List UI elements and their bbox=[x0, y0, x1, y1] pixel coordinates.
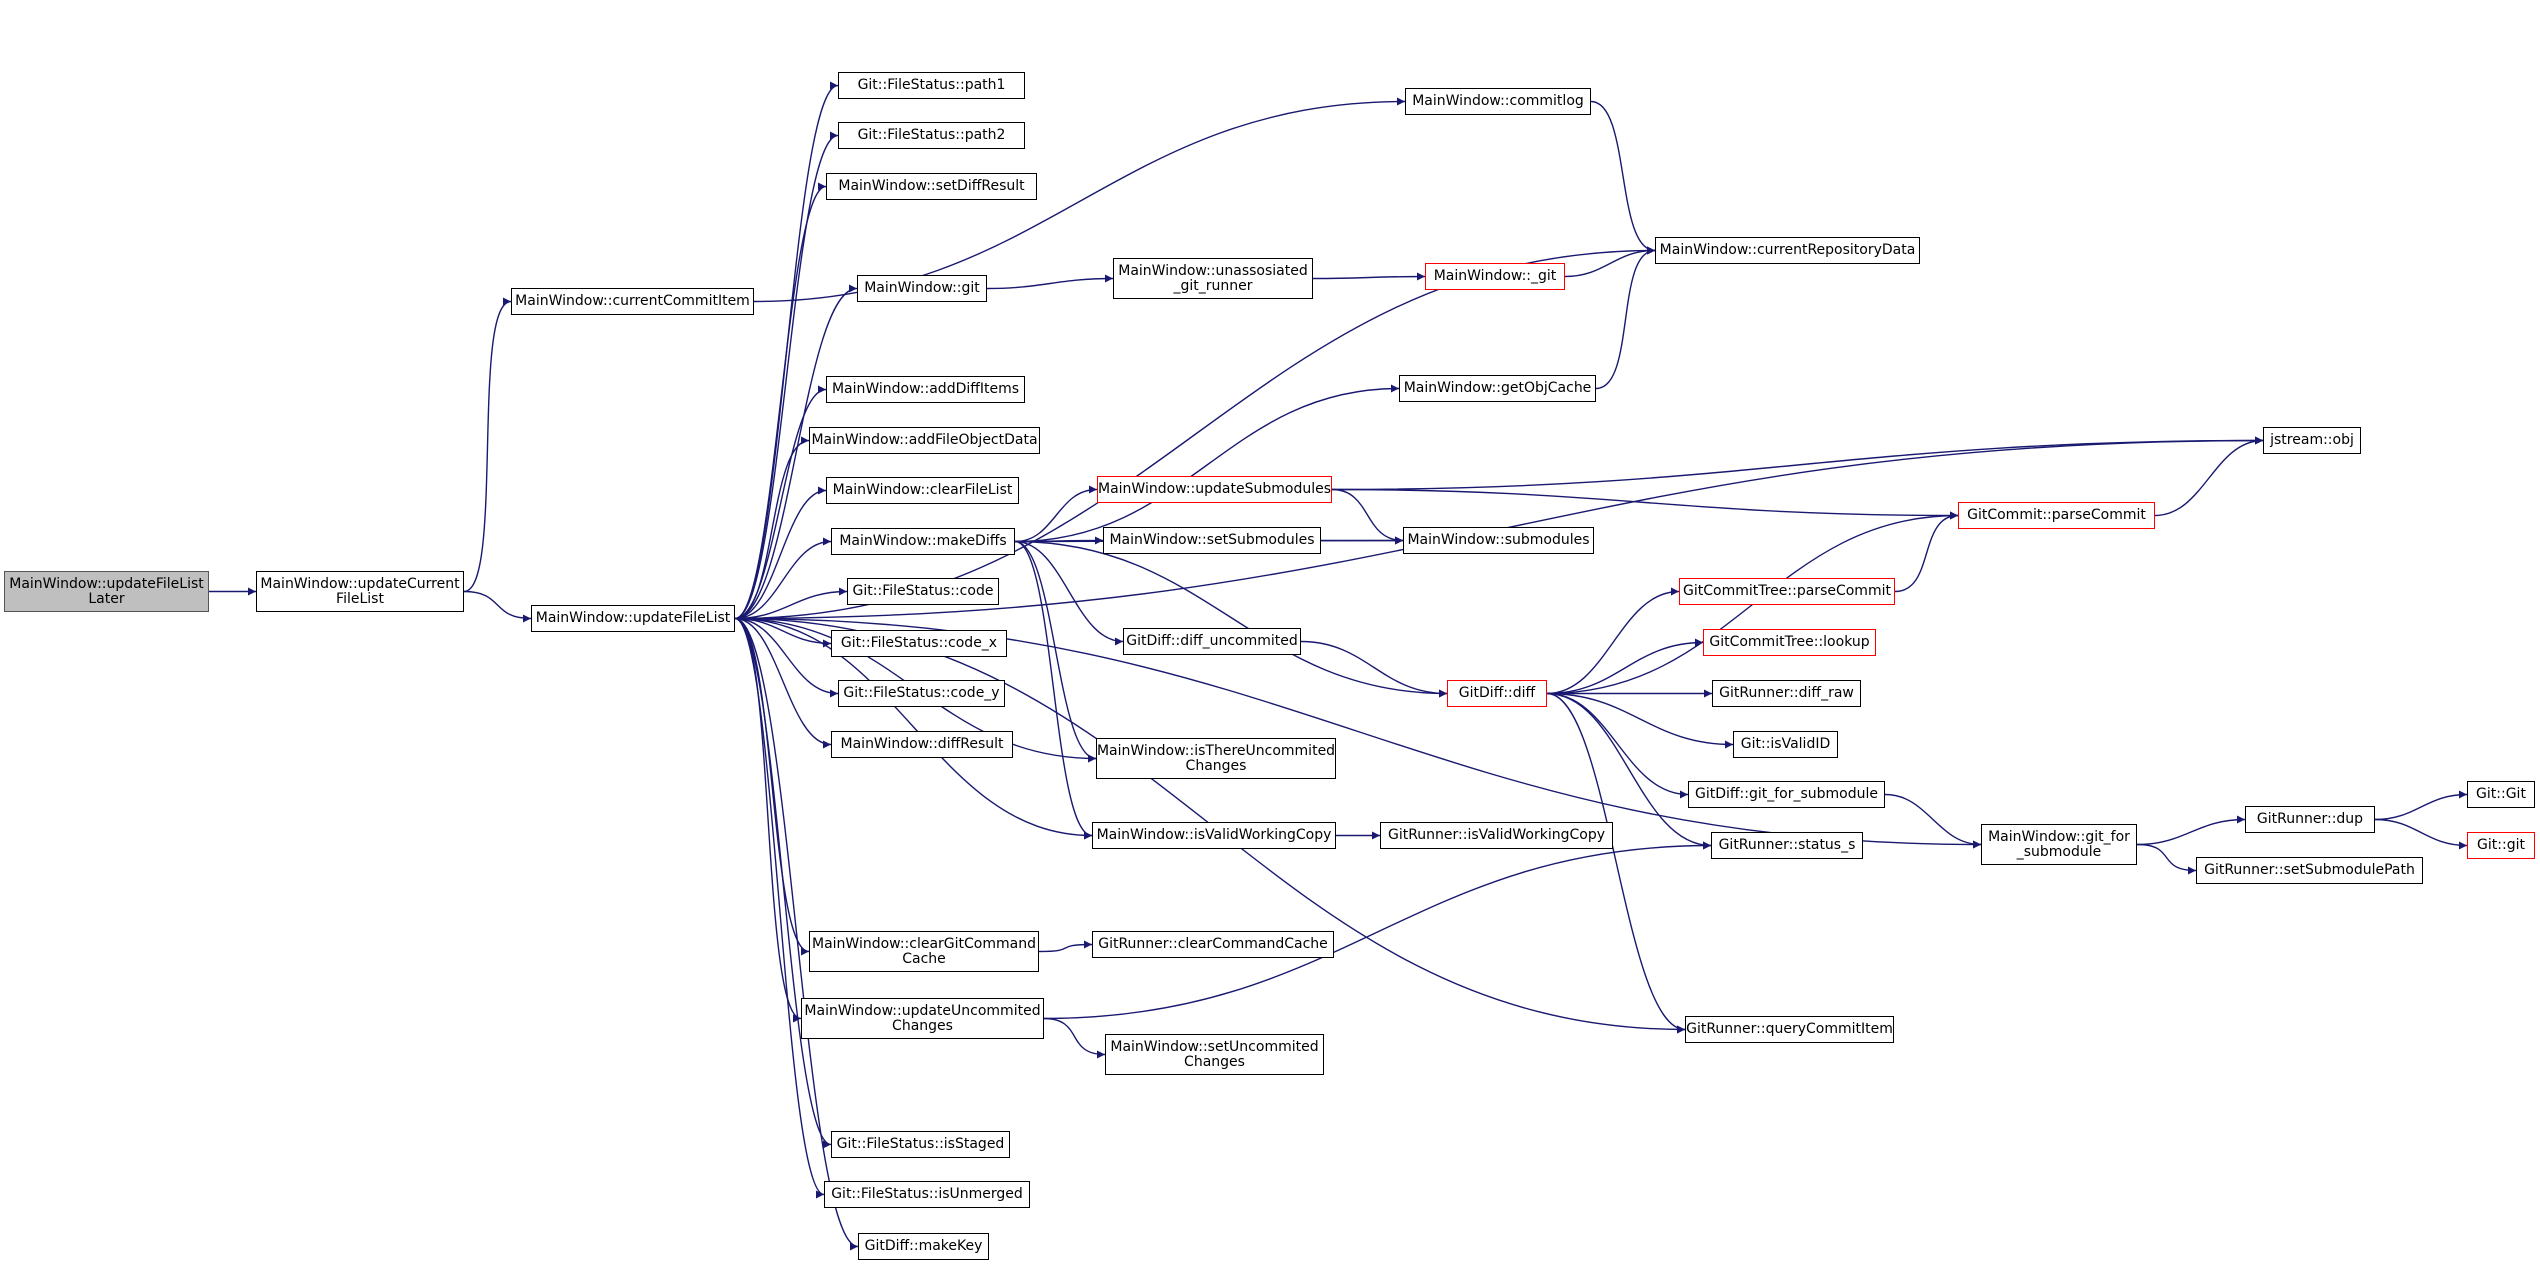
edge-mw_git_for_submodule-to-setSubmodulePath bbox=[2136, 843, 2197, 875]
node-makediffs[interactable]: MainWindow::makeDiffs bbox=[831, 528, 1015, 555]
node-gitrunner-diff-raw[interactable]: GitRunner::diff_raw bbox=[1712, 680, 1861, 707]
node-currentrepositorydata[interactable]: MainWindow::currentRepositoryData bbox=[1655, 237, 1920, 264]
node-mainwindow-git[interactable]: MainWindow::git bbox=[857, 275, 987, 302]
node-commitlog[interactable]: MainWindow::commitlog bbox=[1405, 88, 1591, 115]
node-mainwindow-git-for-submodule[interactable]: MainWindow::git_for_submodule bbox=[1981, 824, 2137, 865]
edge-commitlog-to-currentRepositoryData bbox=[1590, 100, 1656, 255]
edge-makeDiffs-to-isValidWorkingCopy bbox=[1014, 540, 1093, 840]
node-currentcommititem[interactable]: MainWindow::currentCommitItem bbox=[511, 288, 754, 315]
node-diff-uncommited[interactable]: GitDiff::diff_uncommited bbox=[1123, 628, 1301, 655]
edge-updateFileList-to-diffResult bbox=[734, 617, 832, 749]
edge-makeDiffs-to-diff_uncommited bbox=[1014, 540, 1124, 646]
node-git-isvalidid[interactable]: Git::isValidID bbox=[1733, 731, 1838, 758]
node-path1[interactable]: Git::FileStatus::path1 bbox=[838, 72, 1025, 99]
node-path2[interactable]: Git::FileStatus::path2 bbox=[838, 122, 1025, 149]
edge-updateCurrentFileList-to-currentCommitItem bbox=[463, 297, 512, 593]
node-gitrunner-querycommititem[interactable]: GitRunner::queryCommitItem bbox=[1685, 1016, 1894, 1043]
edge-gitdiff_diff-to-isValidID bbox=[1546, 692, 1734, 749]
edge-updateFileList-to-addFileObjectData bbox=[734, 436, 810, 620]
node-getobjcache[interactable]: MainWindow::getObjCache bbox=[1399, 375, 1596, 402]
node-gitdiff-makekey[interactable]: GitDiff::makeKey bbox=[858, 1233, 989, 1260]
edge-getObjCache-to-currentRepositoryData bbox=[1595, 246, 1656, 390]
edge-updateFileList-to-mw_git bbox=[734, 284, 858, 620]
node-filestatus-code-x[interactable]: Git::FileStatus::code_x bbox=[831, 630, 1007, 657]
node-gitrunner-status-s[interactable]: GitRunner::status_s bbox=[1711, 832, 1863, 859]
edge-updateFileList-to-isStaged bbox=[734, 617, 832, 1149]
node-filestatus-code[interactable]: Git::FileStatus::code bbox=[847, 578, 999, 605]
edge-git_for_submodule_diff-to-mw_git_for_submodule bbox=[1884, 793, 1982, 849]
edge-updateFileList-to-path2 bbox=[734, 131, 839, 620]
node-filestatus-isunmerged[interactable]: Git::FileStatus::isUnmerged bbox=[824, 1181, 1030, 1208]
node-isvalidworkingcopy[interactable]: MainWindow::isValidWorkingCopy bbox=[1092, 822, 1336, 849]
node-git-git[interactable]: Git::git bbox=[2467, 832, 2535, 859]
edge-parseCommit-to-jstream_obj bbox=[2154, 436, 2264, 517]
node-clearfilelist[interactable]: MainWindow::clearFileList bbox=[826, 477, 1019, 504]
node-gitdiff-git-for-submodule[interactable]: GitDiff::git_for_submodule bbox=[1688, 781, 1885, 808]
node-updatesubmodules[interactable]: MainWindow::updateSubmodules bbox=[1097, 476, 1332, 503]
edge-gitdiff_diff-to-status_s bbox=[1546, 692, 1712, 850]
edge-mw_git_for_submodule-to-dup bbox=[2136, 815, 2246, 846]
edge-updateFileList-to-setDiffResult bbox=[734, 182, 827, 620]
node-gitcommittree-parsecommit[interactable]: GitCommitTree::parseCommit bbox=[1679, 578, 1895, 605]
edge-diff_uncommited-to-gitdiff_diff bbox=[1300, 640, 1448, 698]
node-submodules[interactable]: MainWindow::submodules bbox=[1403, 527, 1594, 554]
node-gitdiff-diff[interactable]: GitDiff::diff bbox=[1447, 680, 1547, 707]
edge-makeDiffs-to-getObjCache bbox=[1014, 384, 1400, 543]
node-gitcommit-parsecommit[interactable]: GitCommit::parseCommit bbox=[1958, 502, 2155, 529]
node-unassosiated-git-runner[interactable]: MainWindow::unassosiated_git_runner bbox=[1113, 258, 1313, 299]
edge-mw_git-to-unassosiated bbox=[986, 274, 1114, 290]
edge-dup-to-git_Git bbox=[2374, 790, 2468, 821]
edge-updateFileList-to-isUnmerged bbox=[734, 617, 825, 1199]
edge-makeDiffs-to-isThereUncommited bbox=[1014, 540, 1097, 763]
edge-gitdiff_diff-to-queryCommitItem bbox=[1546, 692, 1686, 1034]
node-setsubmodules[interactable]: MainWindow::setSubmodules bbox=[1103, 527, 1321, 554]
node-gitrunner-setsubmodulepath[interactable]: GitRunner::setSubmodulePath bbox=[2196, 857, 2423, 884]
edge-updateSubmodules-to-submodules bbox=[1331, 488, 1404, 545]
node-updatefilelist[interactable]: MainWindow::updateFileList bbox=[531, 605, 735, 632]
node-jstream-obj[interactable]: jstream::obj bbox=[2263, 427, 2361, 454]
edge-updateUncommitedChanges-to-setUncommitedChanges bbox=[1043, 1017, 1106, 1059]
node-mainwindow-underscore-git[interactable]: MainWindow::_git bbox=[1425, 263, 1565, 290]
edge-updateFileList-to-clearFileList bbox=[734, 486, 827, 620]
edge-parseCommitTree-to-parseCommit bbox=[1894, 511, 1959, 593]
edge-makeDiffs-to-gitdiff_diff bbox=[1014, 540, 1448, 698]
node-filestatus-code-y[interactable]: Git::FileStatus::code_y bbox=[838, 680, 1005, 707]
node-git-git-constructor[interactable]: Git::Git bbox=[2467, 781, 2535, 808]
edge-updateFileList-to-makeKey bbox=[734, 617, 859, 1251]
node-gitcommittree-lookup[interactable]: GitCommitTree::lookup bbox=[1703, 629, 1876, 656]
edge-updateFileList-to-fs_code bbox=[734, 587, 848, 620]
edge-updateSubmodules-to-jstream_obj bbox=[1331, 436, 2264, 491]
edge-mw__git-to-currentRepositoryData bbox=[1564, 246, 1656, 278]
edge-updateCurrentFileList-to-updateFileList bbox=[463, 590, 532, 623]
edge-gitdiff_diff-to-parseCommitTree bbox=[1546, 587, 1680, 695]
edge-updateFileList-to-makeDiffs bbox=[734, 537, 832, 620]
node-gitrunner-dup[interactable]: GitRunner::dup bbox=[2245, 806, 2375, 833]
edge-dup-to-git_git bbox=[2374, 818, 2468, 850]
node-filestatus-isstaged[interactable]: Git::FileStatus::isStaged bbox=[831, 1131, 1010, 1158]
edge-unassosiated-to-mw__git bbox=[1312, 272, 1426, 281]
edge-updateFileList-to-clearGitCommandCache bbox=[734, 617, 810, 956]
edge-updateSubmodules-to-parseCommit bbox=[1331, 488, 1959, 520]
edge-updateFileList-to-isValidWorkingCopy bbox=[734, 617, 1093, 840]
edge-gitdiff_diff-to-lookup bbox=[1546, 638, 1704, 695]
edge-makeDiffs-to-updateSubmodules bbox=[1014, 485, 1098, 543]
edge-updateFileList-to-fs_code_y bbox=[734, 617, 839, 698]
node-addfileobjectdata[interactable]: MainWindow::addFileObjectData bbox=[809, 427, 1040, 454]
edge-updateUncommitedChanges-to-status_s bbox=[1043, 841, 1712, 1020]
node-gitrunner-isvalidworkingcopy[interactable]: GitRunner::isValidWorkingCopy bbox=[1380, 822, 1613, 849]
edge-clearGitCommandCache-to-clearCommandCache bbox=[1038, 940, 1093, 953]
node-clearcommandcache[interactable]: GitRunner::clearCommandCache bbox=[1092, 931, 1334, 958]
node-adddiffitems[interactable]: MainWindow::addDiffItems bbox=[826, 376, 1025, 403]
node-setdiffresult[interactable]: MainWindow::setDiffResult bbox=[826, 173, 1037, 200]
node-diffresult[interactable]: MainWindow::diffResult bbox=[831, 731, 1013, 758]
